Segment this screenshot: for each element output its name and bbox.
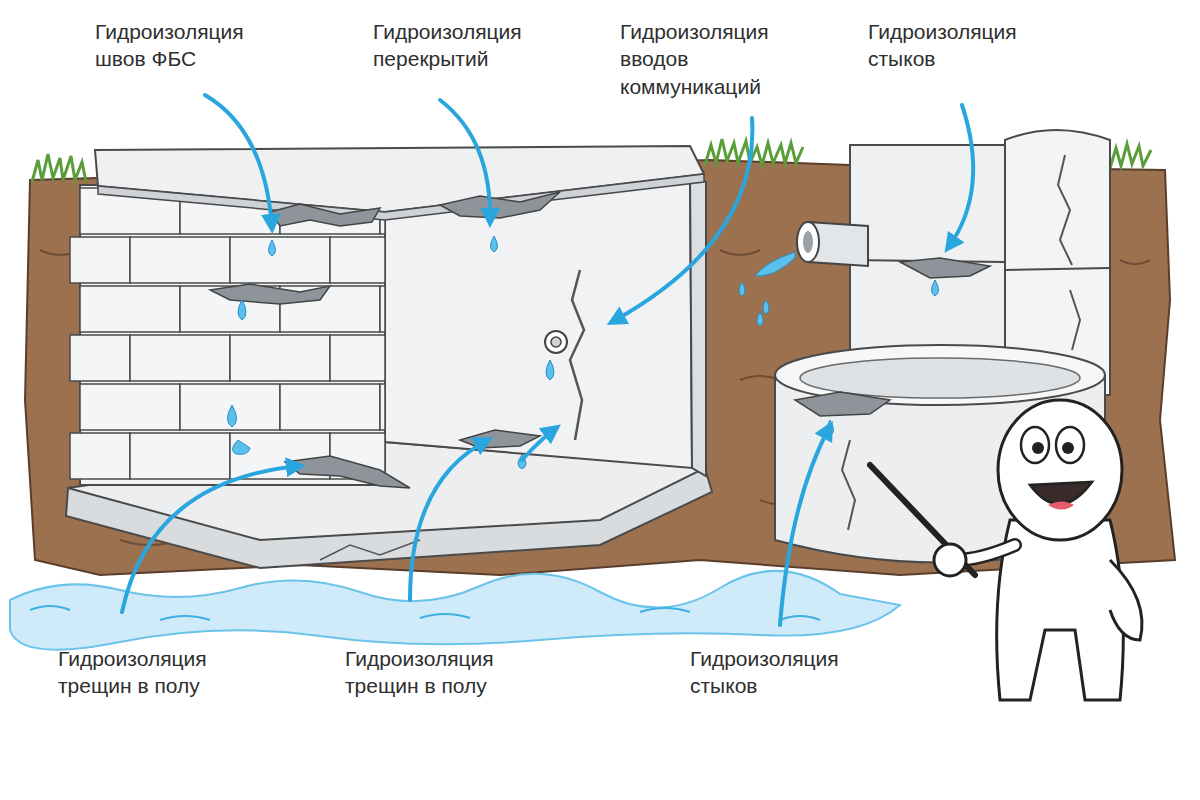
crack-patch	[440, 192, 560, 218]
wall-block	[130, 237, 230, 283]
water-drop	[757, 312, 763, 326]
water-drop	[932, 280, 939, 296]
callout-label: Гидроизоляция вводов коммуникаций	[620, 18, 800, 100]
callout-arrows	[122, 95, 973, 625]
water-drop	[228, 405, 237, 427]
wall-block	[180, 384, 280, 430]
wall-blocks	[70, 188, 385, 479]
pipe-end	[797, 222, 819, 262]
mascot-eye	[1056, 427, 1084, 463]
water-drop	[269, 240, 276, 256]
callout-arrow	[948, 105, 973, 248]
callout-label: Гидроизоляция стыков	[690, 645, 890, 700]
grass	[705, 139, 803, 165]
column-crack	[1070, 290, 1080, 350]
joint-damage	[795, 392, 890, 416]
crack-patch	[210, 284, 330, 304]
back-wall	[385, 172, 692, 468]
wall-block	[70, 237, 130, 283]
callout-label: Гидроизоляция перекрытий	[373, 18, 588, 73]
water-jet	[755, 252, 795, 276]
mascot-eye	[1021, 427, 1049, 463]
crack-patch	[460, 430, 540, 448]
wall-block	[230, 335, 330, 381]
crack-patch	[285, 456, 410, 488]
mascot-head	[998, 400, 1122, 540]
callout-arrow	[780, 426, 830, 625]
callout-label: Гидроизоляция стыков	[868, 18, 1068, 73]
joint-damage	[900, 258, 990, 278]
water-drop	[546, 360, 554, 380]
wall-block	[130, 433, 230, 479]
callout-label: Гидроизоляция швов ФБС	[95, 18, 285, 73]
ring-crack	[842, 440, 855, 530]
wall-block	[280, 384, 380, 430]
callout-arrow	[122, 466, 300, 612]
callout-label: Гидроизоляция трещин в полу	[345, 645, 560, 700]
callout-label: Гидроизоляция трещин в полу	[58, 645, 273, 700]
column-joint	[1005, 268, 1110, 270]
callout-arrow	[522, 428, 556, 460]
water-drops	[228, 236, 939, 469]
callout-arrow	[612, 118, 752, 322]
grass	[32, 154, 86, 182]
mascot-pupil	[1062, 442, 1074, 454]
mascot-smile	[1030, 482, 1092, 504]
pointer-stick	[870, 465, 975, 575]
ceiling-slab-edge	[98, 174, 704, 220]
wall-block	[130, 335, 230, 381]
column-crack	[1058, 155, 1072, 265]
callout-arrow	[205, 95, 272, 228]
wall-block	[80, 286, 180, 332]
water-drop	[232, 440, 250, 454]
crack-patch	[270, 204, 380, 226]
wall-crack	[570, 270, 584, 440]
grass	[1110, 144, 1151, 168]
callout-arrow	[410, 440, 488, 600]
wall-block	[70, 433, 130, 479]
wall-block	[80, 384, 180, 430]
wall-block	[380, 384, 385, 430]
wall-block	[230, 237, 330, 283]
mascot-tongue	[1048, 502, 1074, 510]
wall-edge	[690, 172, 706, 476]
precast-wall	[850, 145, 1005, 375]
water-drop	[739, 282, 745, 296]
wall-block	[330, 237, 385, 283]
water-ripple	[30, 606, 820, 620]
wall-block	[330, 335, 385, 381]
pipe-opening	[551, 337, 561, 347]
water-drop	[491, 236, 498, 252]
water-drop	[238, 300, 246, 320]
groundwater	[10, 571, 900, 650]
pipe-bore	[803, 231, 813, 253]
pipe-inlet	[545, 331, 567, 353]
wall-block	[70, 335, 130, 381]
callout-arrow	[440, 100, 490, 222]
mascot-hand	[934, 544, 966, 576]
floor-crack	[320, 540, 420, 560]
mascot	[870, 400, 1142, 700]
wall-block	[380, 286, 385, 332]
water-drop	[763, 300, 769, 314]
mascot-pupil	[1032, 442, 1044, 454]
mascot-arm	[1110, 560, 1142, 640]
